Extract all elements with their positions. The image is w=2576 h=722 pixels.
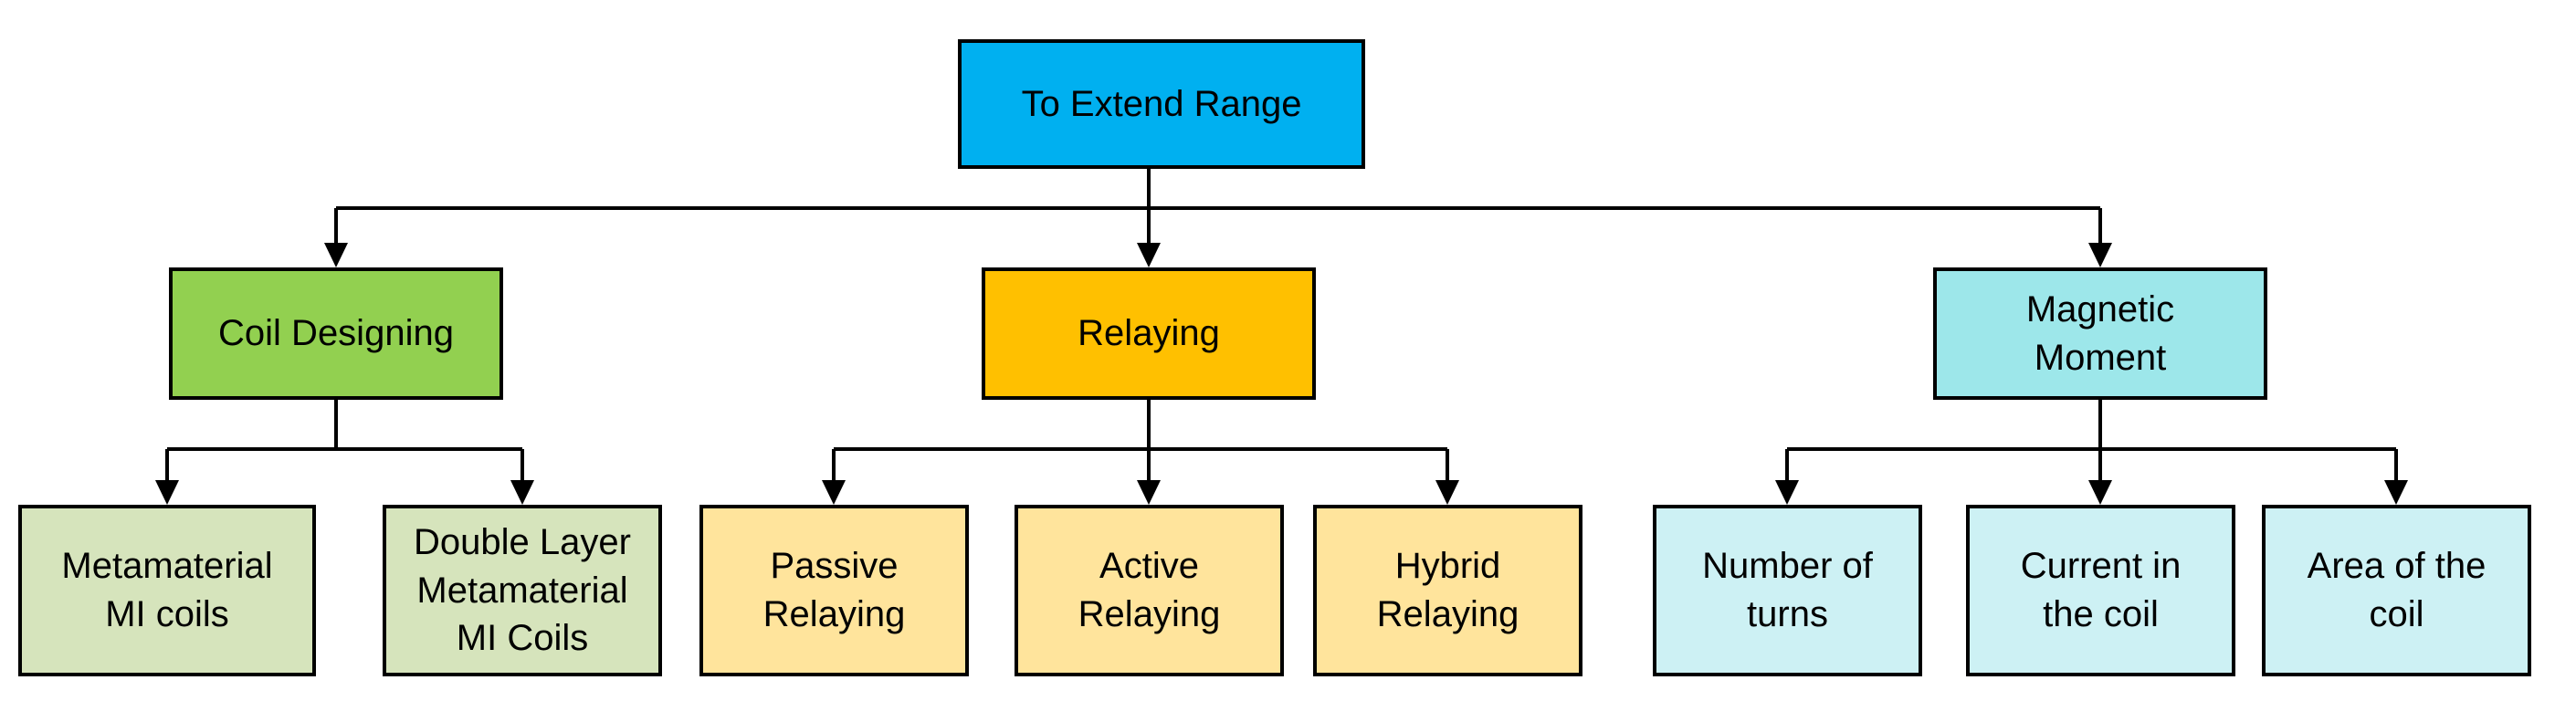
node-label: Current in the coil [2020, 546, 2182, 634]
node-active-relaying: Active Relaying [1015, 505, 1284, 676]
node-label: Relaying [1078, 313, 1220, 354]
node-label: Active Relaying [1078, 546, 1221, 634]
node-passive-relaying: Passive Relaying [699, 505, 969, 676]
node-relaying: Relaying [982, 267, 1316, 400]
node-label: Coil Designing [218, 313, 454, 354]
node-label: Metamaterial MI coils [61, 546, 273, 634]
node-coil-designing: Coil Designing [169, 267, 503, 400]
relay-fork [822, 400, 1459, 505]
node-label: Passive Relaying [762, 546, 906, 634]
node-label: Magnetic Moment [2025, 288, 2175, 378]
node-hybrid-relaying: Hybrid Relaying [1313, 505, 1582, 676]
arrowhead-current [2088, 480, 2112, 505]
node-label: Number of turns [1702, 546, 1873, 634]
node-label: To Extend Range [1021, 83, 1302, 124]
node-to-extend-range: To Extend Range [958, 39, 1365, 169]
node-current-in-the-coil: Current in the coil [1966, 505, 2235, 676]
arrowhead-active [1137, 480, 1161, 505]
level1-connectors [324, 169, 2112, 267]
arrowhead-passive [822, 480, 846, 505]
arrowhead-area [2384, 480, 2408, 505]
arrowhead-hybrid [1435, 480, 1459, 505]
arrowhead-magnetic [2088, 243, 2112, 267]
arrowhead-coil [324, 243, 348, 267]
node-label: Hybrid Relaying [1376, 546, 1519, 634]
arrowhead-relay [1137, 243, 1161, 267]
node-number-of-turns: Number of turns [1653, 505, 1922, 676]
magnetic-fork [1775, 400, 2408, 505]
node-magnetic-moment: Magnetic Moment [1933, 267, 2267, 400]
node-label: Double Layer Metamaterial MI Coils [414, 521, 631, 659]
node-area-of-the-coil: Area of the coil [2262, 505, 2531, 676]
node-metamaterial-mi-coils: Metamaterial MI coils [18, 505, 316, 676]
arrowhead-double [510, 480, 534, 505]
node-double-layer-metamaterial-mi-coils: Double Layer Metamaterial MI Coils [383, 505, 662, 676]
arrowhead-turns [1775, 480, 1799, 505]
coil-fork [155, 400, 534, 505]
arrowhead-meta [155, 480, 179, 505]
node-label: Area of the coil [2307, 546, 2487, 634]
